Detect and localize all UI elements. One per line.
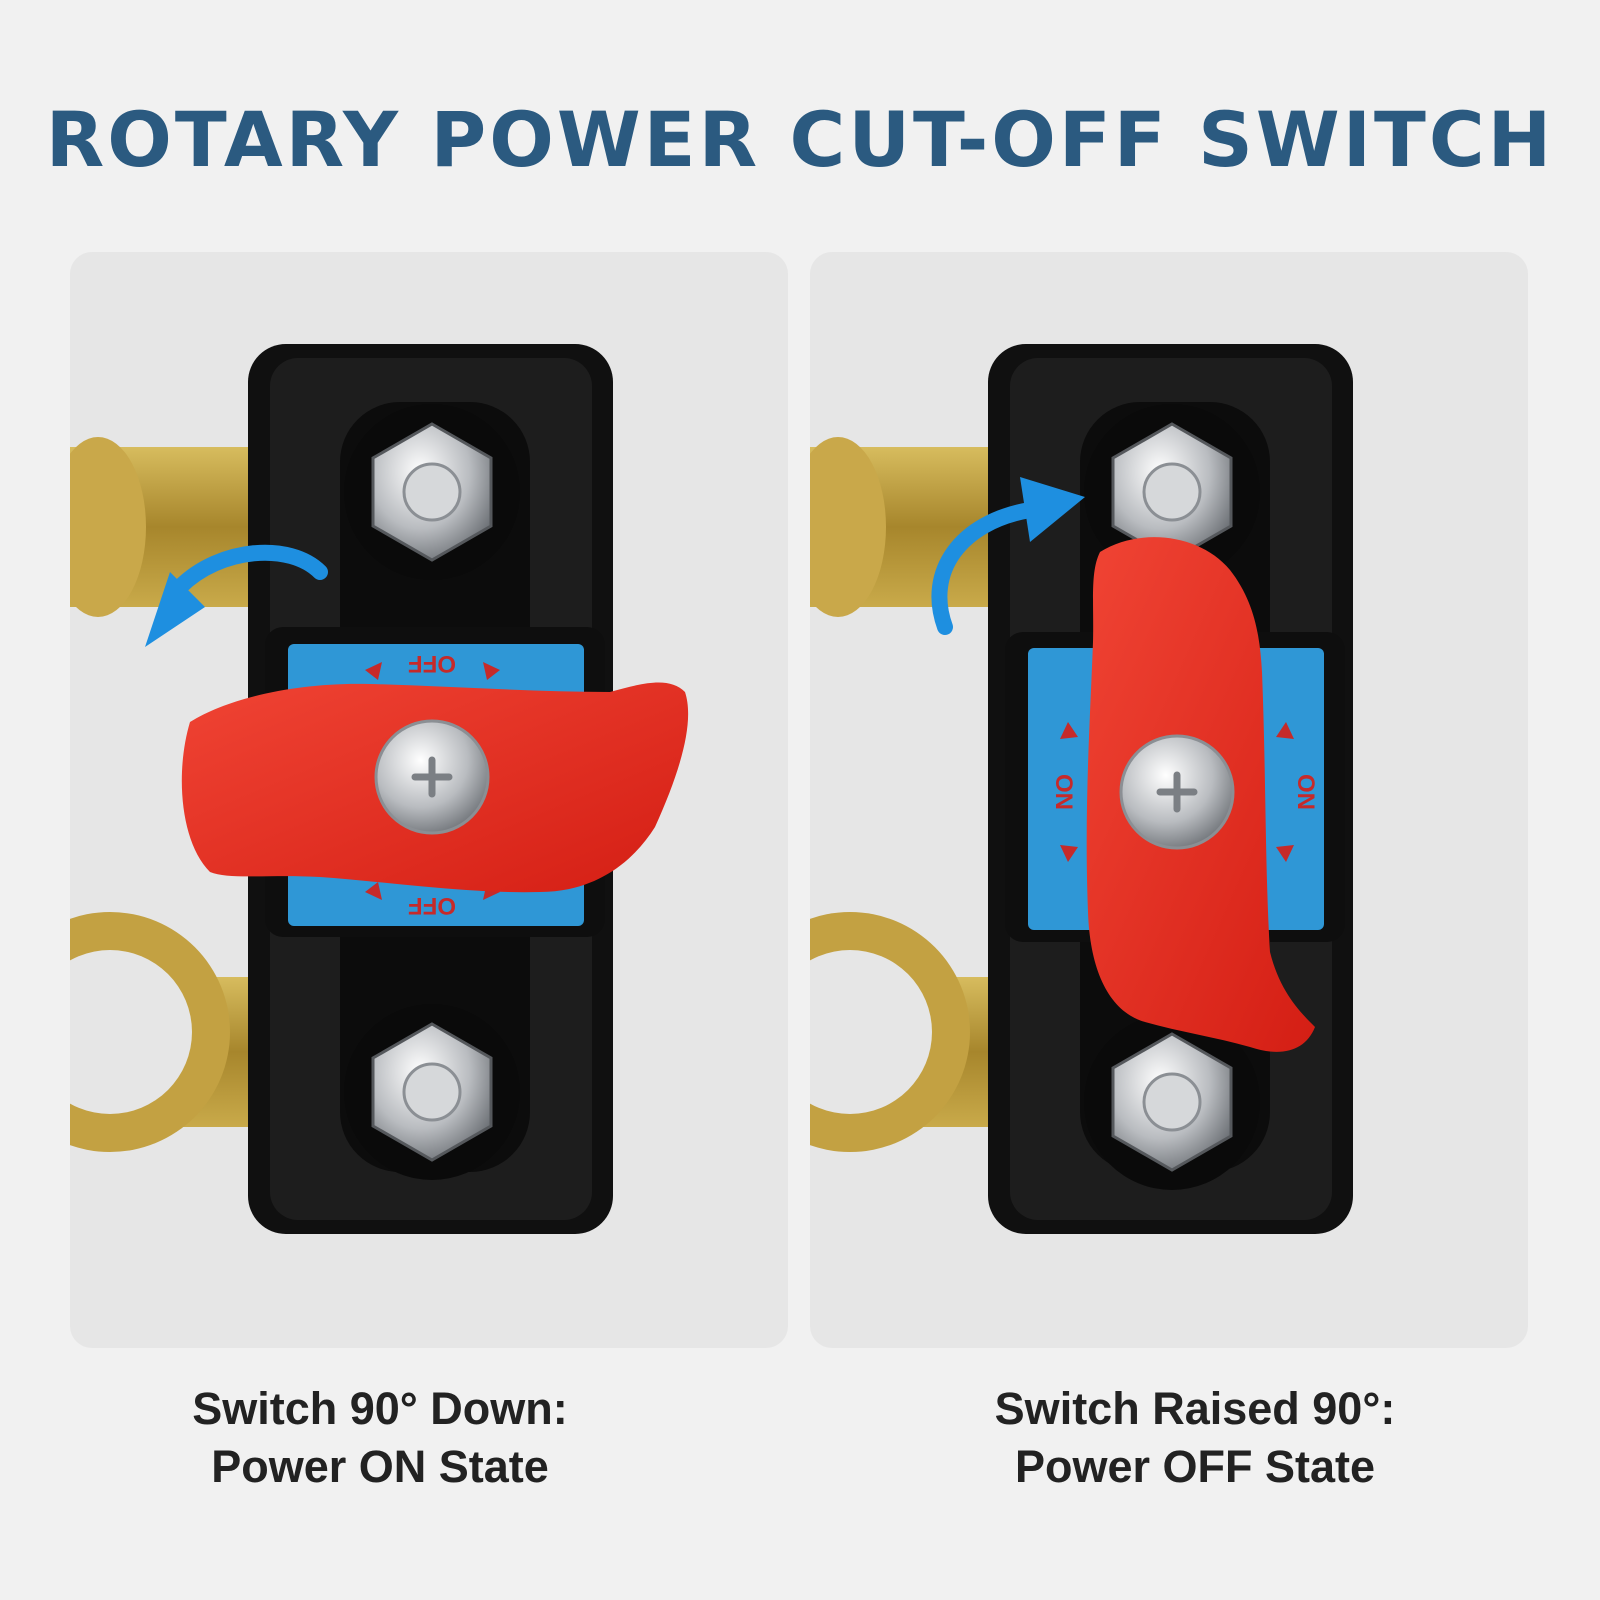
caption-power-on: Switch 90° Down: Power ON State [0, 1380, 760, 1496]
bottom-terminal-nut [1084, 1014, 1260, 1190]
caption-line-1: Switch Raised 90°: [994, 1383, 1396, 1434]
dial-label-top: OFF [408, 650, 456, 677]
switch-on-illustration: OFF OFF [70, 344, 689, 1234]
page-title: ROTARY POWER CUT-OFF SWITCH [45, 95, 1555, 184]
rotation-arrow-down-icon [145, 544, 328, 647]
caption-line-2: Power ON State [211, 1441, 549, 1492]
top-terminal-nut [1084, 404, 1260, 580]
top-terminal-nut [344, 404, 520, 580]
red-handle[interactable] [1086, 537, 1315, 1052]
switch-off-illustration: ON ON [810, 344, 1353, 1234]
caption-line-2: Power OFF State [1014, 1441, 1376, 1492]
dial-label-left: ON [1050, 774, 1077, 810]
panel-power-off: ON ON [810, 252, 1528, 1348]
bottom-terminal-nut [344, 1004, 520, 1180]
rotation-arrow-up-icon [931, 477, 1085, 635]
dial-label-right: ON [1292, 774, 1319, 810]
panel-power-on: OFF OFF [70, 252, 788, 1348]
caption-power-off: Switch Raised 90°: Power OFF State [815, 1380, 1575, 1496]
dial-label-bottom: OFF [408, 892, 456, 919]
red-handle[interactable] [181, 682, 689, 893]
caption-line-1: Switch 90° Down: [192, 1383, 568, 1434]
brass-cable-lug-bottom [70, 912, 280, 1152]
